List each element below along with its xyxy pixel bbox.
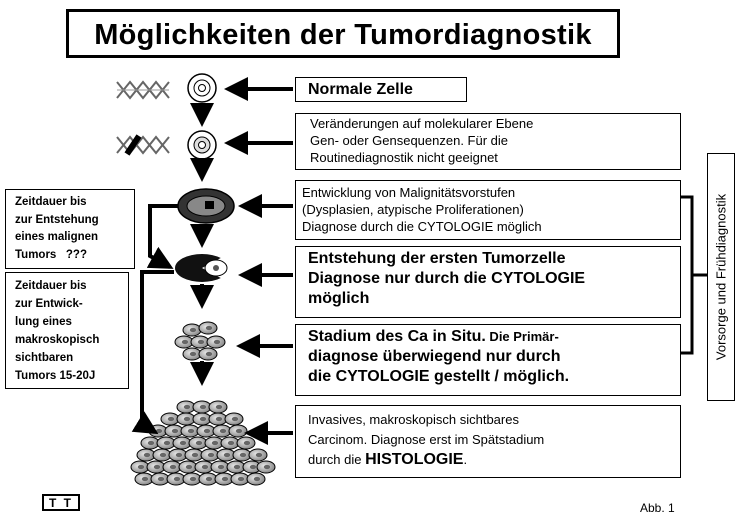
side-note-macroscopic-line-4: makroskopisch	[15, 334, 100, 346]
step-invasive-histologie: HISTOLOGIE	[365, 451, 464, 468]
step-invasive-prefix: durch die	[308, 452, 366, 467]
normal-cell-icon	[187, 73, 217, 103]
step-molecular-box: Veränderungen auf molekularer Ebene Gen-…	[295, 113, 681, 170]
step-molecular-line-2: Gen- oder Gensequenzen. Für die	[310, 133, 509, 148]
side-note-macroscopic-box: Zeitdauer bis zur Entwick- lung eines ma…	[5, 272, 129, 389]
step-ca-in-situ-bold: Stadium des Ca in Situ.	[308, 328, 486, 345]
tumor-cell-icon	[175, 252, 232, 284]
initials-box: T T	[42, 494, 80, 511]
side-note-macroscopic-line-5: sichtbaren	[15, 352, 74, 364]
step-invasive-line-2: Carcinom. Diagnose erst im Spätstadium	[308, 432, 545, 447]
step-first-tumor-line-1: Entstehung der ersten Tumorzelle	[308, 250, 566, 267]
step-first-tumor-line-2: Diagnose nur durch die CYTOLOGIE	[308, 270, 586, 287]
step-invasive-suffix: .	[463, 452, 468, 467]
box-arrows	[224, 77, 293, 445]
screening-bracket	[679, 195, 707, 355]
step-normal-cell-text: Normale Zelle	[308, 81, 413, 98]
step-precursor-line-1: Entwicklung von Malignitätsvorstufen	[302, 185, 516, 200]
ca-in-situ-cluster-icon	[174, 321, 226, 361]
step-ca-in-situ-rest: Die Primär-	[485, 329, 559, 344]
step-precursor-line-2: (Dysplasien, atypische Proliferationen)	[302, 202, 524, 217]
side-note-macroscopic-line-1: Zeitdauer bis	[15, 280, 87, 292]
dna-strand-normal-icon	[116, 80, 170, 100]
page-title: Möglichkeiten der Tumordiagnostik	[94, 19, 592, 51]
step-ca-in-situ-line-3: die CYTOLOGIE gestellt / möglich.	[308, 368, 570, 385]
step-invasive-line-3: durch die HISTOLOGIE.	[308, 450, 680, 470]
step-invasive-box: Invasives, makroskopisch sichtbares Carc…	[295, 405, 681, 478]
step-ca-in-situ-box: Stadium des Ca in Situ. Die Primär- diag…	[295, 324, 681, 396]
screening-label-box: Vorsorge und Frühdiagnostik	[707, 153, 735, 401]
step-ca-in-situ-line-1: Stadium des Ca in Situ. Die Primär-	[308, 327, 680, 347]
dna-strand-mutated-icon	[116, 134, 170, 156]
step-first-tumor-cell-box: Entstehung der ersten Tumorzelle Diagnos…	[295, 246, 681, 318]
altered-cell-icon	[187, 130, 217, 160]
invasive-carcinoma-mass-icon	[130, 400, 276, 486]
step-precursor-box: Entwicklung von Malignitätsvorstufen (Dy…	[295, 180, 681, 240]
side-note-malignant-line-3: eines malignen	[15, 231, 99, 243]
title-box: Möglichkeiten der Tumordiagnostik	[66, 9, 620, 58]
figure-label: Abb. 1	[640, 501, 675, 515]
side-note-macroscopic-line-2: zur Entwick-	[15, 298, 83, 310]
step-precursor-line-3: Diagnose durch die CYTOLOGIE möglich	[302, 219, 542, 234]
time-span-brackets	[131, 204, 178, 435]
side-note-malignant-line-2: zur Entstehung	[15, 213, 99, 226]
step-invasive-line-1: Invasives, makroskopisch sichtbares	[308, 412, 519, 427]
initials: T T	[49, 496, 73, 510]
step-first-tumor-line-3: möglich	[308, 290, 370, 307]
step-normal-cell-box: Normale Zelle	[295, 77, 467, 102]
step-ca-in-situ-line-2: diagnose überwiegend nur durch	[308, 348, 561, 365]
side-note-malignant-line-1: Zeitdauer bis	[15, 196, 87, 208]
step-molecular-line-1: Veränderungen auf molekularer Ebene	[310, 116, 534, 131]
side-note-malignant-box: Zeitdauer bis zur Entstehung eines malig…	[5, 189, 135, 269]
side-note-malignant-line-4: Tumors ???	[15, 248, 87, 261]
screening-label: Vorsorge und Frühdiagnostik	[713, 193, 729, 361]
side-note-macroscopic-line-6: Tumors 15-20J	[15, 370, 96, 382]
dysplastic-cell-icon	[177, 188, 235, 224]
step-molecular-line-3: Routinediagnostik nicht geeignet	[310, 150, 498, 165]
side-note-macroscopic-line-3: lung eines	[15, 316, 72, 328]
